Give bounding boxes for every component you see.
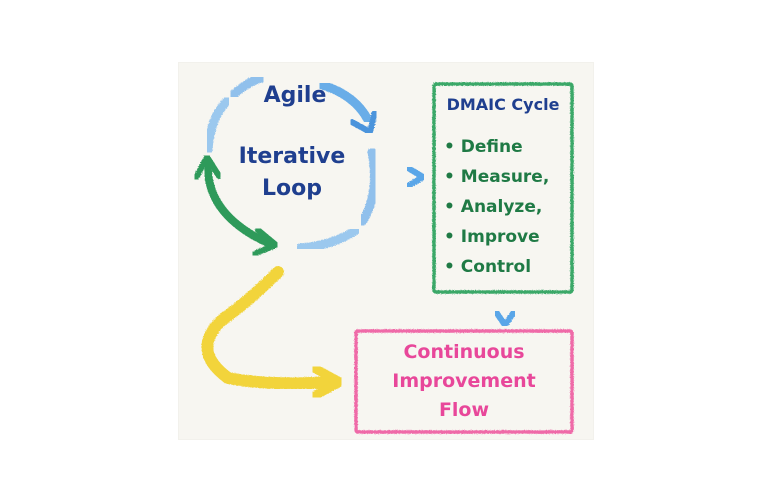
dmaic-item-improve: • Improve [444, 227, 540, 247]
loop-arc-right [357, 147, 379, 227]
arrowhead-loop-to-dmaic [405, 165, 426, 189]
dmaic-item-define: • Define [444, 137, 523, 157]
dmaic-box [432, 82, 574, 294]
loop-arc-green [203, 158, 274, 248]
loop-arc-top [227, 73, 267, 101]
continuous-box [354, 329, 574, 434]
loop-arc-left [203, 95, 233, 155]
green-arrowhead-up [193, 154, 222, 181]
loop-arrowhead-top-right [349, 109, 378, 135]
dmaic-title: DMAIC Cycle [447, 95, 560, 114]
dmaic-item-analyze: • Analyze, [444, 197, 542, 217]
arrow-loop-to-continuous [201, 266, 338, 390]
loop-label-loop: Loop [262, 176, 322, 201]
green-arrowhead-right [251, 227, 279, 257]
loop-arc-bottom [295, 225, 361, 253]
arrowhead-loop-to-continuous [309, 363, 345, 401]
continuous-label-line2: Improvement [392, 370, 535, 392]
loop-arc-top-right [317, 80, 373, 125]
continuous-label-line1: Continuous [403, 341, 524, 363]
arrowhead-dmaic-to-continuous [493, 309, 517, 328]
dmaic-item-measure: • Measure, [444, 167, 549, 187]
loop-label-agile: Agile [264, 83, 327, 108]
loop-label-iterative: Iterative [239, 144, 346, 169]
dmaic-item-control: • Control [444, 257, 531, 277]
continuous-label-line3: Flow [439, 399, 489, 421]
